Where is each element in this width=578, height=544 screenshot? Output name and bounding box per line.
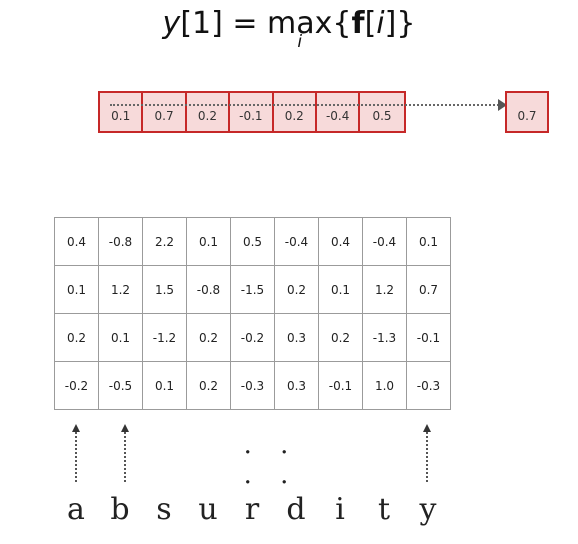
matrix-cell: 0.1 [54, 265, 99, 314]
pooled-vector-cell: 0.7 [143, 93, 187, 131]
pooled-vector-value: 0.2 [284, 109, 304, 123]
matrix-cell: 0.2 [186, 361, 231, 410]
formula-arg-index-open: [ [364, 6, 377, 41]
pooled-result-cell: 0.7 [505, 91, 549, 133]
ellipsis: · · · · [243, 438, 299, 498]
arrow-dotted-line [426, 432, 428, 482]
matrix-cell: -0.2 [54, 361, 99, 410]
pooled-vector-cell: -0.4 [316, 93, 361, 131]
matrix-cell: 0.1 [98, 313, 143, 362]
arrow-up-icon [72, 424, 80, 432]
pooling-dotted-line [110, 104, 502, 106]
input-char: b [110, 492, 130, 527]
pooled-vector-cell: 0.1 [100, 93, 144, 131]
pooled-vector-value: 0.7 [154, 109, 174, 123]
matrix-cell: 0.4 [54, 217, 99, 266]
formula-arg-var: f [351, 6, 365, 41]
input-char: a [67, 492, 85, 527]
matrix-cell: 0.3 [274, 313, 319, 362]
matrix-cell: 0.2 [274, 265, 319, 314]
input-char: t [377, 492, 391, 527]
matrix-cell: 1.5 [142, 265, 187, 314]
matrix-cell: -0.3 [406, 361, 451, 410]
matrix-cell: -0.8 [98, 217, 143, 266]
matrix-cell: 0.1 [142, 361, 187, 410]
formula-lhs-index: [1] [180, 6, 223, 41]
arrow-dotted-line [75, 432, 77, 482]
matrix-cell: 1.2 [362, 265, 407, 314]
matrix-cell: -1.2 [142, 313, 187, 362]
matrix-cell: 0.7 [406, 265, 451, 314]
matrix-cell: 0.2 [54, 313, 99, 362]
matrix-cell: -0.5 [98, 361, 143, 410]
matrix-cell: 0.2 [318, 313, 363, 362]
pooled-vector-value: -0.4 [325, 109, 350, 123]
input-char: i [335, 492, 345, 527]
pooled-vector-cell: 0.2 [273, 93, 317, 131]
formula-arg-index: i [376, 6, 385, 41]
matrix-cell: -0.2 [230, 313, 275, 362]
input-char: r [244, 492, 260, 527]
pooled-result-value: 0.7 [517, 109, 537, 123]
arrow-up-icon [423, 424, 431, 432]
pooled-vector-row: 0.1 0.7 0.2 -0.1 0.2 -0.4 0.5 [98, 91, 406, 133]
matrix-cell: -0.1 [406, 313, 451, 362]
arrow-dotted-line [124, 432, 126, 482]
formula-brace-close: } [396, 6, 416, 41]
input-char: s [156, 492, 172, 527]
matrix-cell: 0.1 [406, 217, 451, 266]
formula-max-label: max [267, 6, 333, 41]
matrix-cell: 0.4 [318, 217, 363, 266]
pooled-vector-cell: -0.1 [230, 93, 274, 131]
pooled-vector-value: 0.5 [372, 109, 392, 123]
matrix-cell: 1.0 [362, 361, 407, 410]
matrix-cell: 0.1 [186, 217, 231, 266]
formula-max-subscript: i [297, 32, 303, 52]
matrix-cell: -1.5 [230, 265, 275, 314]
input-char: y [419, 492, 437, 527]
formula-brace-open: { [332, 6, 352, 41]
formula-lhs-var: y [162, 6, 181, 41]
input-characters: a b s u r d i t y [54, 490, 454, 530]
matrix-cell: -1.3 [362, 313, 407, 362]
pooled-vector-cell: 0.2 [186, 93, 231, 131]
pooling-arrowhead [498, 99, 507, 111]
matrix-cell: 0.2 [186, 313, 231, 362]
arrow-up-icon [121, 424, 129, 432]
input-char: d [286, 492, 306, 527]
matrix-cell: -0.4 [362, 217, 407, 266]
matrix-cell: 0.5 [230, 217, 275, 266]
pooled-vector-value: 0.2 [197, 109, 218, 123]
matrix-cell: 0.1 [318, 265, 363, 314]
formula-equals: = [232, 6, 258, 41]
matrix-cell: -0.8 [186, 265, 231, 314]
matrix-cell: -0.1 [318, 361, 363, 410]
pooled-vector-value: -0.1 [239, 109, 263, 123]
matrix-cell: 1.2 [98, 265, 143, 314]
pooled-vector-cell: 0.5 [360, 93, 404, 131]
matrix-cell: 0.3 [274, 361, 319, 410]
formula-arg-index-close: ] [384, 6, 397, 41]
matrix-cell: 2.2 [142, 217, 187, 266]
matrix-cell: -0.4 [274, 217, 319, 266]
input-char: u [198, 492, 218, 527]
matrix-cell: -0.3 [230, 361, 275, 410]
pooled-vector-value: 0.1 [111, 109, 131, 123]
